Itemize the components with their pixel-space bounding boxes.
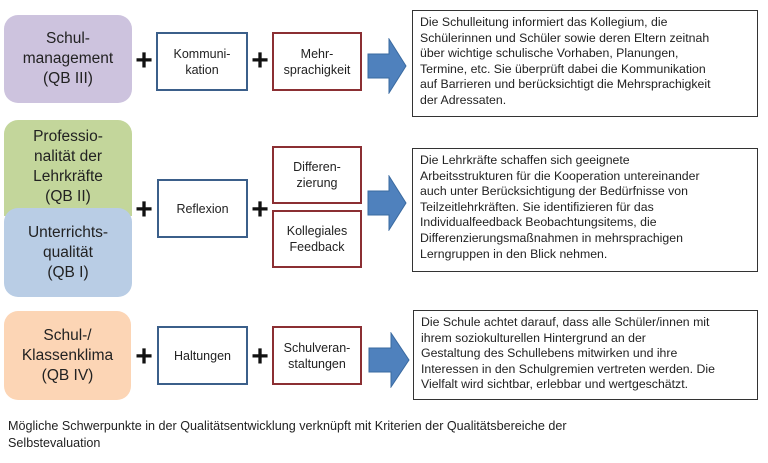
right-arrow-icon — [368, 332, 410, 388]
quality-area-schulmanagement: Schul- management (QB III) — [4, 15, 132, 103]
focus-box-mehrsprachigkeit: Mehr- sprachigkeit — [272, 32, 362, 91]
description-text: Die Lehrkräfte schaffen sich geeignete A… — [420, 153, 700, 261]
quality-area-klassenklima: Schul-/ Klassenklima (QB IV) — [4, 311, 131, 400]
quality-area-unterrichtsqualitaet: Unterrichts- qualität (QB I) — [4, 208, 132, 297]
quality-area-label: Professio- nalität der Lehrkräfte (QB II… — [33, 128, 103, 205]
criterion-box-kommunikation: Kommuni- kation — [156, 32, 248, 91]
focus-label: Differen- zierung — [293, 160, 341, 190]
plus-icon: + — [135, 193, 153, 226]
plus-icon: + — [251, 44, 269, 77]
quality-area-label: Unterrichts- qualität (QB I) — [27, 223, 109, 281]
quality-area-label: Schul- management (QB III) — [22, 30, 114, 87]
focus-label: Kollegiales Feedback — [286, 224, 348, 254]
criterion-label: Kommuni- kation — [173, 46, 231, 77]
quality-area-professionalitaet: Professio- nalität der Lehrkräfte (QB II… — [4, 120, 132, 216]
right-arrow-icon — [367, 38, 407, 94]
focus-box-schulveranstaltungen: Schulveran- staltungen — [272, 326, 362, 385]
criterion-box-reflexion: Reflexion — [157, 179, 248, 238]
description-text: Die Schule achtet darauf, dass alle Schü… — [421, 315, 715, 392]
description-box-lehrkraefte: Die Lehrkräfte schaffen sich geeignete A… — [412, 148, 758, 272]
right-arrow-icon — [367, 175, 407, 231]
plus-icon: + — [251, 340, 269, 373]
plus-icon: + — [135, 44, 153, 77]
criterion-label: Haltungen — [174, 348, 231, 363]
focus-box-kollegiales-feedback: Kollegiales Feedback — [272, 210, 362, 268]
figure-caption: Mögliche Schwerpunkte in der Qualitätsen… — [8, 419, 567, 450]
plus-icon: + — [135, 340, 153, 373]
focus-label: Schulveran- staltungen — [283, 340, 351, 371]
quality-area-label: Schul-/ Klassenklima (QB IV) — [21, 326, 114, 384]
plus-icon: + — [251, 193, 269, 226]
focus-box-differenzierung: Differen- zierung — [272, 146, 362, 204]
description-box-schulmanagement: Die Schulleitung informiert das Kollegiu… — [412, 10, 758, 117]
description-text: Die Schulleitung informiert das Kollegiu… — [420, 15, 711, 107]
description-box-klassenklima: Die Schule achtet darauf, dass alle Schü… — [413, 310, 758, 400]
focus-label: Mehr- sprachigkeit — [283, 46, 351, 77]
criterion-box-haltungen: Haltungen — [157, 326, 248, 385]
criterion-label: Reflexion — [176, 201, 229, 216]
